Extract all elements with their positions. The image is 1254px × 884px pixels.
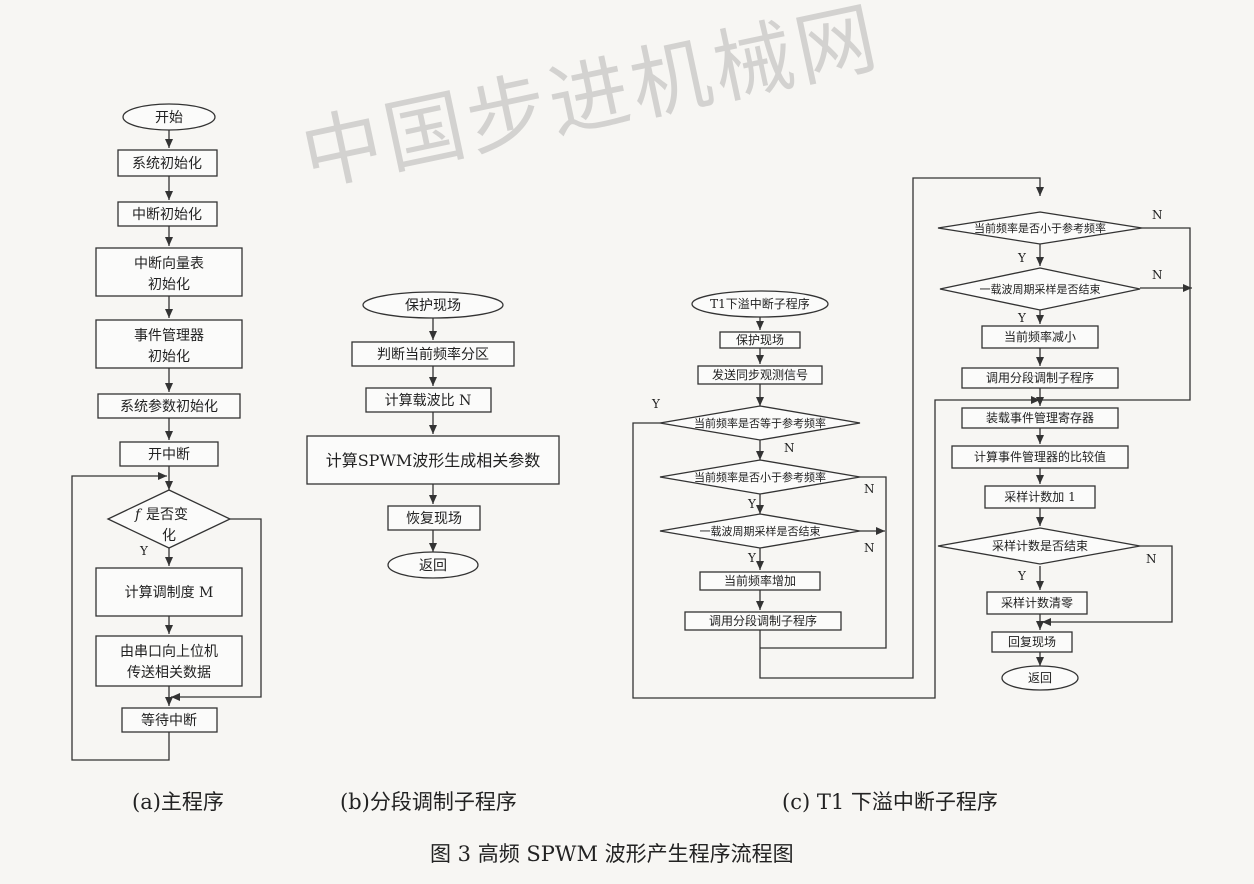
- lt-ref-right-label: 当前频率是否小于参考频率: [974, 221, 1106, 235]
- isr-return-terminal: [1001, 665, 1079, 691]
- param-init-label: 系统参数初始化: [120, 398, 218, 415]
- lt-ref-left-no: N: [864, 482, 875, 496]
- vector-init-box: [95, 247, 243, 297]
- isr-restore-label: 回复现场: [1008, 635, 1056, 649]
- vector-init-label-2: 初始化: [148, 276, 190, 293]
- freq-dec-label: 当前频率减小: [1004, 329, 1076, 344]
- int-init-label: 中断初始化: [132, 206, 202, 223]
- eq-ref-no: N: [784, 441, 795, 455]
- sys-init-box: [117, 149, 218, 177]
- caption-main: (a)主程序: [132, 790, 224, 814]
- carrier-left-yes: Y: [747, 551, 757, 565]
- seg-save-terminal: [362, 291, 504, 319]
- decision-f-symbol: f: [134, 507, 143, 523]
- sys-init-label: 系统初始化: [132, 155, 202, 172]
- f-changed-decision: [106, 489, 232, 549]
- carrier-right-label: 一载波周期采样是否结束: [980, 282, 1101, 296]
- load-evt-label: 装载事件管理寄存器: [986, 410, 1094, 425]
- figure-title: 图 3 高频 SPWM 波形产生程序流程图: [430, 842, 794, 866]
- count-done-decision: [937, 527, 1141, 565]
- clear-count-label: 采样计数清零: [1001, 595, 1073, 610]
- isr-save-box: [719, 331, 801, 349]
- decision-label-2: 化: [162, 528, 176, 544]
- carrier-left-decision: [659, 513, 861, 549]
- lt-ref-right-no: N: [1152, 208, 1163, 222]
- isr-return-label: 返回: [1028, 671, 1052, 685]
- enable-int-label: 开中断: [148, 447, 190, 463]
- wait-int-box: [121, 707, 218, 733]
- seg-restore-box: [387, 505, 481, 531]
- send-sync-box: [697, 365, 823, 385]
- freq-inc-box: [699, 571, 821, 591]
- send-data-box: [95, 635, 243, 687]
- clear-count-box: [986, 591, 1088, 615]
- call-seg-left-label: 调用分段调制子程序: [709, 613, 817, 628]
- isr-save-label: 保护现场: [736, 333, 784, 347]
- main-yes-label: Y: [139, 544, 149, 558]
- call-seg-right-box: [961, 367, 1119, 389]
- lt-ref-right-decision: [937, 211, 1143, 245]
- lt-ref-left-label: 当前频率是否小于参考频率: [694, 470, 826, 484]
- main-program-flow: 开始 系统初始化 中断初始化 中断向量表 初始化 事件管理器 初始化 系统参数初…: [71, 103, 262, 761]
- segment-modulation-flow: 保护现场 判断当前频率分区 计算载波比 N 计算SPWM波形生成相关参数 恢复现…: [306, 291, 560, 579]
- lt-ref-right-yes: Y: [1017, 251, 1027, 265]
- count-done-no: N: [1146, 552, 1157, 566]
- vector-init-label-1: 中断向量表: [134, 256, 204, 272]
- isr-title-label: T1下溢中断子程序: [710, 296, 810, 311]
- event-init-label-2: 初始化: [148, 348, 190, 365]
- enable-int-box: [119, 441, 219, 467]
- lt-ref-left-yes: Y: [747, 497, 757, 511]
- seg-restore-label: 恢复现场: [406, 510, 462, 527]
- int-init-box: [117, 201, 218, 227]
- seg-return-terminal: [387, 551, 479, 579]
- carrier-left-label: 一载波周期采样是否结束: [700, 524, 821, 538]
- wait-int-label: 等待中断: [141, 712, 197, 729]
- carrier-right-no: N: [1152, 268, 1163, 282]
- inc-count-label: 采样计数加 1: [1004, 489, 1075, 504]
- call-seg-left-box: [684, 611, 842, 631]
- decision-label-1: 是否变: [146, 507, 188, 523]
- compare-val-box: [951, 445, 1129, 469]
- send-sync-label: 发送同步观测信号: [712, 367, 808, 382]
- send-data-label-1: 由串口向上位机: [120, 644, 218, 660]
- param-init-box: [97, 393, 241, 419]
- inc-count-box: [984, 485, 1096, 509]
- carrier-right-decision: [939, 267, 1141, 311]
- call-seg-right-label: 调用分段调制子程序: [986, 370, 1094, 385]
- event-init-label-1: 事件管理器: [134, 328, 204, 344]
- judge-zone-box: [351, 341, 515, 367]
- calc-params-label: 计算SPWM波形生成相关参数: [326, 451, 541, 470]
- send-data-label-2: 传送相关数据: [127, 665, 211, 681]
- load-evt-box: [961, 407, 1119, 429]
- count-done-label: 采样计数是否结束: [992, 538, 1088, 553]
- event-init-box: [95, 319, 243, 369]
- seg-return-label: 返回: [419, 558, 447, 574]
- seg-save-label: 保护现场: [405, 298, 461, 314]
- calc-m-label: 计算调制度 M: [125, 585, 214, 601]
- freq-inc-label: 当前频率增加: [724, 573, 796, 588]
- calc-n-box: [365, 387, 492, 413]
- calc-m-box: [95, 567, 243, 617]
- compare-val-label: 计算事件管理器的比较值: [974, 449, 1106, 464]
- eq-ref-label: 当前频率是否等于参考频率: [694, 416, 826, 430]
- start-label: 开始: [155, 110, 183, 126]
- eq-ref-decision: [659, 405, 861, 441]
- freq-dec-box: [981, 325, 1099, 349]
- carrier-right-yes: Y: [1017, 311, 1027, 325]
- calc-n-label: 计算载波比 N: [385, 393, 472, 409]
- eq-ref-yes: Y: [651, 397, 661, 411]
- lt-ref-left-decision: [659, 459, 861, 495]
- isr-restore-box: [991, 631, 1073, 653]
- isr-title-terminal: [691, 290, 829, 318]
- carrier-left-no: N: [864, 541, 875, 555]
- t1-isr-flow: T1下溢中断子程序 保护现场 发送同步观测信号 当前频率是否等于参考频率 Y N…: [632, 177, 1192, 699]
- caption-segment: (b)分段调制子程序: [340, 790, 517, 814]
- calc-params-box: [306, 435, 560, 485]
- judge-zone-label: 判断当前频率分区: [377, 346, 489, 363]
- caption-isr: (c) T1 下溢中断子程序: [782, 790, 998, 814]
- count-done-yes: Y: [1017, 569, 1027, 583]
- start-terminal: [122, 103, 216, 131]
